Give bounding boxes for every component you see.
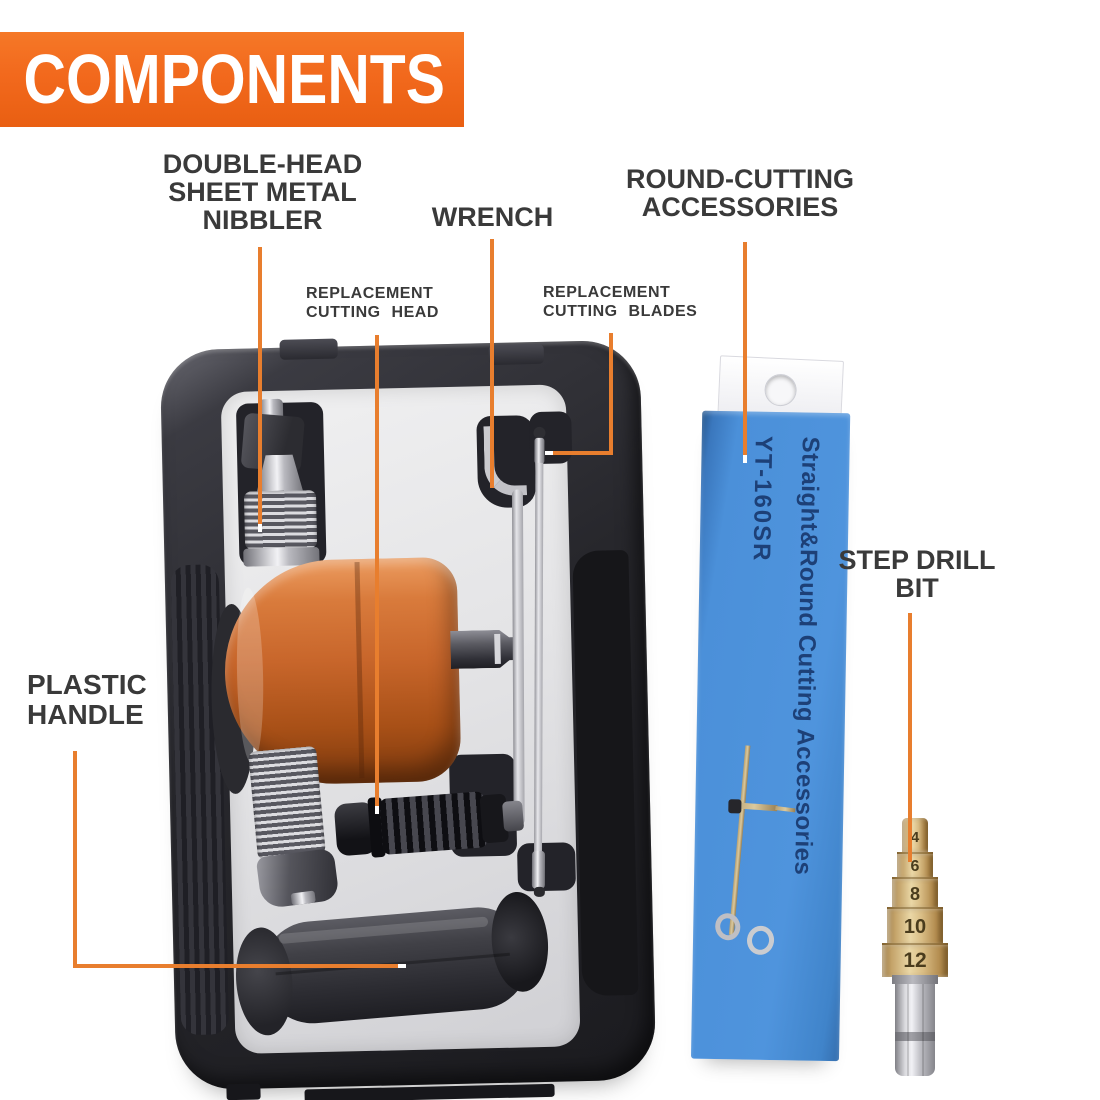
bit-hex-shank [895,984,935,1076]
shank-facet-line [922,984,924,1076]
callout-line-step-drill [908,613,912,862]
label-line: DOUBLE-HEAD [162,149,363,179]
callout-line-blades-vertical [609,333,613,455]
die-head-nub [290,890,316,906]
label-line: REPLACEMENT [543,284,671,301]
package-hang-hole [763,373,798,407]
bit-step-12: 12 [882,943,948,977]
label-line: HANDLE [27,699,144,730]
callout-tip [375,806,379,814]
bit-step-10: 10 [887,907,943,945]
callout-line-handle-vertical [73,751,77,968]
step-size-label: 10 [903,916,927,938]
label-line: STEP DRILL [838,545,996,575]
label-wrench: WRENCH [431,202,554,232]
callout-line-handle-horizontal [73,964,400,968]
label-plastic-handle: PLASTIC HANDLE [27,670,147,730]
step-size-label: 8 [909,884,920,904]
label-line: ACCESSORIES [641,192,839,222]
bit-step-6: 6 [897,852,933,879]
label-line: CUTTING HEAD [306,304,439,321]
callout-line-wrench [490,239,494,488]
label-replacement-cutting-head: REPLACEMENT CUTTING HEAD [306,284,439,322]
nibbler-die-head [255,847,340,910]
label-line: SHEET METAL [168,177,357,207]
label-line: BIT [895,573,939,603]
label-replacement-cutting-blades: REPLACEMENT CUTTING BLADES [543,283,697,321]
blade-ferrule-bottom [531,850,546,889]
case-wall-recess [572,549,639,997]
step-size-label: 6 [910,858,920,875]
callout-tip [545,451,553,455]
case-latch-tab [488,343,545,366]
cutting-head-threads [379,791,488,855]
case-foot [304,1083,555,1100]
bit-neck [892,975,938,984]
callout-line-replacement-head [375,335,379,812]
label-line: ROUND-CUTTING [626,164,854,194]
case-interior-tray [209,384,581,1054]
shank-groove [895,1032,935,1041]
nibbler-hex-shank [450,629,521,669]
shank-ring [494,634,501,664]
cutter-nut-ring [712,911,743,943]
label-line: CUTTING BLADES [543,303,698,320]
nibbler-lower-threads [248,745,326,860]
cutting-head-knob [502,800,525,832]
plastic-handle-illustration [230,887,561,1053]
drum-seam [354,562,365,779]
page-title: COMPONENTS [23,40,445,118]
shank-facet-line [907,984,909,1076]
blade-rod [531,426,554,897]
callout-line-nibbler [258,247,262,530]
label-step-drill-bit: STEP DRILL BIT [838,546,996,602]
wrench-arm [511,489,525,826]
step-size-label: 4 [910,829,920,846]
label-double-head-nibbler: DOUBLE-HEAD SHEET METAL NIBBLER [140,150,385,234]
label-line: REPLACEMENT [306,285,434,302]
case-foot [226,1083,261,1100]
callout-line-blades-horizontal [552,451,613,455]
accessories-package-illustration: Straight&Round Cutting Accessories YT-16… [687,349,860,1078]
header-banner: COMPONENTS [0,32,464,127]
label-line: PLASTIC [27,669,147,700]
step-drill-bit-illustration: 4 6 8 10 12 [880,815,990,1080]
replacement-cutting-head-illustration [333,783,525,866]
step-size-label: 12 [903,949,927,972]
nibbler-upper-threads [243,490,318,550]
cutter-holder-ring [744,923,777,957]
callout-tip [258,524,262,532]
blade-shaft [534,462,544,853]
circle-cutter-knob [728,799,742,814]
bit-step-8: 8 [892,877,938,909]
case-latch-tab [279,338,338,360]
bit-step-4: 4 [902,818,928,852]
package-body: Straight&Round Cutting Accessories YT-16… [690,410,851,1062]
callout-line-round-accessories [743,242,747,461]
label-line: NIBBLER [202,205,323,235]
blade-ferrule-top [534,437,545,464]
callout-tip [743,455,747,463]
label-round-cutting-accessories: ROUND-CUTTING ACCESSORIES [615,165,865,221]
callout-tip [398,964,406,968]
